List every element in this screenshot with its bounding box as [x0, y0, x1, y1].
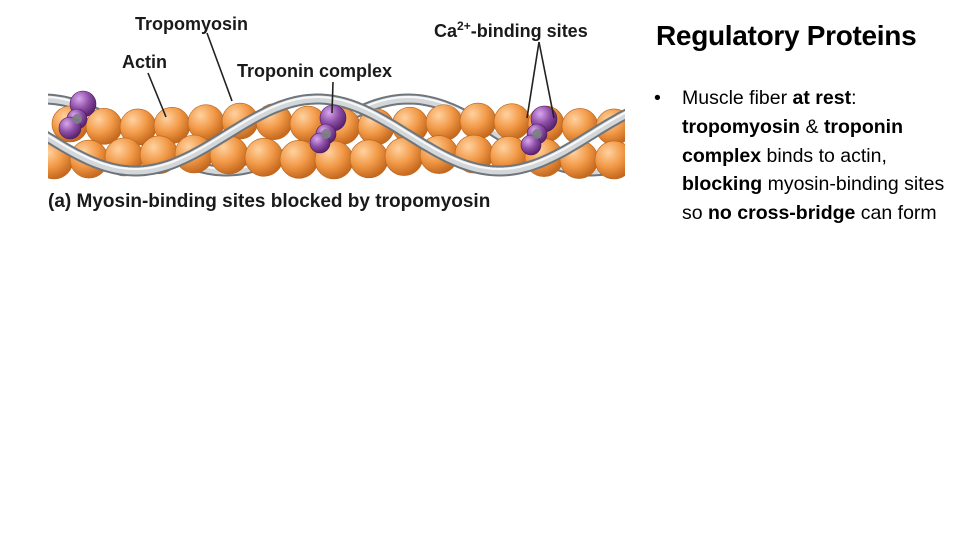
- troponin-complexes: [58, 90, 558, 156]
- ca-binding-site: [321, 129, 331, 139]
- bullet-bold-segment: no cross-bridge: [708, 202, 856, 225]
- thin-filament-illustration: [48, 32, 625, 180]
- actin-filament-figure: Tropomyosin Actin Troponin complex Ca2+-…: [40, 0, 640, 230]
- bullet-segment: Muscle fiber: [682, 87, 793, 109]
- bullet-segment: can form: [855, 202, 937, 225]
- ca-site-leader-line-1: [526, 41, 540, 119]
- bullet-bold-segment: troponin complex: [682, 115, 903, 167]
- bullet-segment: &: [800, 115, 824, 138]
- ca-binding-site: [72, 114, 82, 124]
- ca-label-superscript: 2+: [457, 19, 471, 33]
- bullet-text: Muscle fiber at rest: tropomyosin & trop…: [682, 87, 944, 224]
- tropomyosin-strand-front: [48, 93, 625, 177]
- bullet-item: • Muscle fiber at rest: tropomyosin & tr…: [654, 84, 956, 228]
- ca-binding-site: [532, 129, 542, 139]
- actin-label: Actin: [122, 52, 167, 72]
- bullet-bold-segment: tropomyosin: [682, 115, 801, 138]
- bullet-dot: •: [654, 87, 661, 109]
- bullet-bold-segment: blocking: [682, 173, 763, 196]
- actin-monomer: [244, 137, 284, 177]
- actin-monomer: [425, 104, 463, 141]
- tropomyosin-label: Tropomyosin: [135, 14, 249, 34]
- bullet-list: • Muscle fiber at rest: tropomyosin & tr…: [654, 84, 956, 228]
- ca-site-leader-line-2: [538, 41, 555, 119]
- actin-monomer: [349, 139, 389, 179]
- actin-monomer: [493, 103, 531, 141]
- actin-monomer: [459, 102, 497, 140]
- bullet-segment: binds to actin,: [761, 144, 887, 167]
- tropomyosin-strand-highlight: [48, 96, 625, 171]
- slide-title: Regulatory Proteins: [656, 20, 917, 51]
- troponin-subunit: [520, 134, 542, 156]
- figure-caption: (a) Myosin-binding sites blocked by trop…: [48, 191, 491, 212]
- label-leader-lines: [147, 32, 555, 119]
- actin-leader-line: [147, 72, 167, 118]
- troponin-complex-label: Troponin complex: [237, 61, 393, 81]
- troponin-leader-line: [331, 81, 334, 114]
- tropomyosin-strand: [48, 95, 625, 175]
- actin-monomer: [594, 140, 625, 180]
- bullet-bold-segment: at rest: [792, 87, 852, 109]
- ca-binding-sites-label: Ca2+-binding sites: [434, 19, 588, 42]
- tropomyosin-leader-line: [206, 32, 233, 102]
- ca-label-suffix: -binding sites: [470, 21, 588, 41]
- bullet-segment: myosin-binding sites so: [682, 173, 945, 225]
- bullet-segment: :: [851, 87, 857, 109]
- ca-label-prefix: Ca: [434, 21, 458, 41]
